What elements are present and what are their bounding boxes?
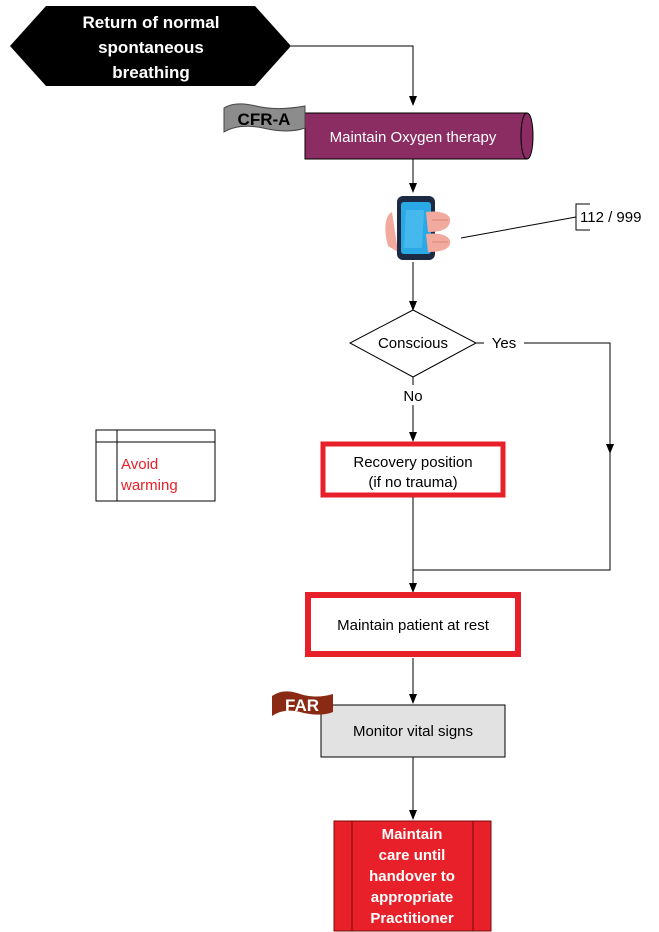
- start-line-2: spontaneous: [98, 38, 204, 57]
- yes-label: Yes: [492, 335, 516, 352]
- yes-branch-arrow: [606, 444, 614, 454]
- conscious-decision: Conscious: [348, 309, 478, 378]
- connector-start-oxygen: [291, 45, 417, 106]
- oxygen-label: Maintain Oxygen therapy: [330, 129, 497, 146]
- phone-callout-line: [460, 216, 577, 239]
- recovery-line-1: Recovery position: [353, 454, 472, 471]
- handover-line-3: handover to: [369, 868, 455, 885]
- phone-note: 112 / 999: [580, 209, 641, 226]
- far-tag-label: FAR: [285, 696, 319, 715]
- handover-line-1: Maintain: [382, 826, 443, 843]
- phone-in-hand-icon: [385, 196, 451, 260]
- handover-line-2: care until: [379, 847, 446, 864]
- start-node: Return of normal spontaneous breathing: [10, 6, 291, 86]
- monitor-label: Monitor vital signs: [353, 723, 473, 740]
- avoid-warming-annotation: Avoid warming: [95, 429, 216, 502]
- start-line-1: Return of normal: [83, 13, 220, 32]
- handover-line-4: appropriate: [371, 889, 454, 906]
- connector-yes-branch: [413, 342, 611, 571]
- annotation-line-2: warming: [120, 477, 178, 494]
- cfr-tag-label: CFR-A: [238, 110, 291, 129]
- decision-label: Conscious: [378, 335, 448, 352]
- recovery-line-2: (if no trauma): [368, 474, 457, 491]
- rest-node: Maintain patient at rest: [305, 592, 521, 657]
- no-label: No: [403, 388, 422, 405]
- recovery-position-node: Recovery position (if no trauma): [320, 441, 506, 498]
- monitor-node: Monitor vital signs: [320, 704, 506, 758]
- rest-label: Maintain patient at rest: [337, 617, 490, 634]
- oxygen-therapy-node: Maintain Oxygen therapy: [304, 112, 534, 160]
- cfr-tag: CFR-A: [223, 103, 306, 133]
- start-line-3: breathing: [112, 63, 189, 82]
- far-tag: FAR: [272, 691, 333, 716]
- phone-callout-bracket: [575, 203, 590, 231]
- annotation-line-1: Avoid: [121, 456, 158, 473]
- handover-line-5: Practitioner: [370, 910, 454, 927]
- handover-node: Maintain care until handover to appropri…: [333, 820, 492, 932]
